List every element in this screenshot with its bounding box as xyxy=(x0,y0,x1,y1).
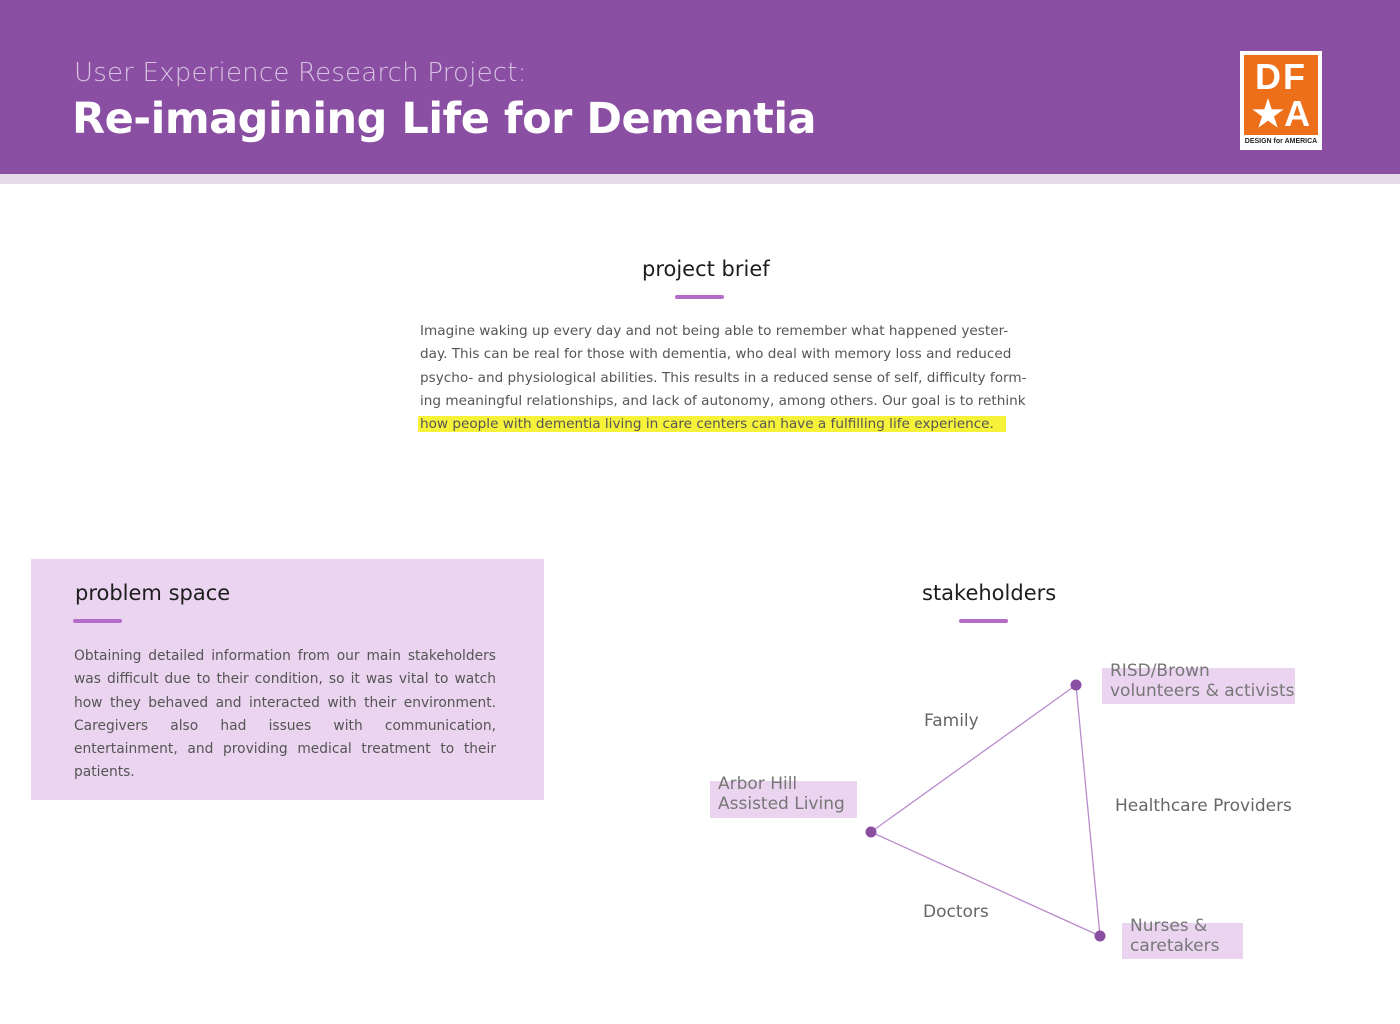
logo-caption: DESIGN for AMERICA xyxy=(1244,138,1318,145)
node-nurses-line2: caretakers xyxy=(1130,936,1220,956)
page-subtitle: User Experience Research Project: xyxy=(74,58,527,88)
project-brief-text: Imagine waking up every day and not bein… xyxy=(418,320,1027,436)
node-care-center-line2: Assisted Living xyxy=(718,794,845,814)
logo-mark: DF ★A xyxy=(1244,55,1318,135)
edge-doctors-line xyxy=(870,831,1101,937)
brief-line: ing meaningful relationships, and lack o… xyxy=(420,392,1026,409)
logo-line-2: ★A xyxy=(1251,93,1311,134)
stakeholders-heading: stakeholders xyxy=(922,581,1057,605)
node-volunteers-line1: RISD/Brown xyxy=(1110,661,1210,681)
edge-family-label: Family xyxy=(924,711,979,731)
problem-space-text: Obtaining detailed information from our … xyxy=(74,648,496,781)
node-care-center-label: Arbor Hill Assisted Living xyxy=(710,774,857,818)
edge-healthcare-line xyxy=(1075,684,1101,937)
node-nurses-label: Nurses & caretakers xyxy=(1122,916,1243,959)
node-care-center-dot xyxy=(865,826,877,838)
node-volunteers-line2: volunteers & activists xyxy=(1110,681,1295,701)
brief-line: psycho- and physiological abilities. Thi… xyxy=(420,369,1027,386)
project-brief-accent xyxy=(675,295,724,299)
edge-doctors-label: Doctors xyxy=(923,902,989,922)
problem-space-panel xyxy=(31,559,544,800)
header-band: User Experience Research Project: Re-ima… xyxy=(0,0,1400,174)
brief-line: day. This can be real for those with dem… xyxy=(420,346,1012,363)
logo-line-1: DF xyxy=(1255,56,1307,97)
dfa-logo: DF ★A DESIGN for AMERICA xyxy=(1240,51,1322,150)
edge-family-line xyxy=(870,684,1077,833)
brief-line: Imagine waking up every day and not bein… xyxy=(420,323,1009,339)
brief-highlighted-line: how people with dementia living in care … xyxy=(418,416,1006,433)
node-nurses-dot xyxy=(1094,930,1106,942)
node-nurses-line1: Nurses & xyxy=(1130,916,1208,936)
project-brief-heading: project brief xyxy=(642,257,770,281)
problem-space-accent xyxy=(73,619,122,623)
node-care-center-line1: Arbor Hill xyxy=(718,774,798,794)
header-divider xyxy=(0,174,1400,184)
page-title: Re-imagining Life for Dementia xyxy=(72,94,817,144)
edge-healthcare-label: Healthcare Providers xyxy=(1115,796,1292,816)
node-volunteers-dot xyxy=(1070,679,1082,691)
stakeholders-accent xyxy=(959,619,1008,623)
node-volunteers-label: RISD/Brown volunteers & activists xyxy=(1102,661,1295,704)
problem-space-heading: problem space xyxy=(75,581,231,605)
